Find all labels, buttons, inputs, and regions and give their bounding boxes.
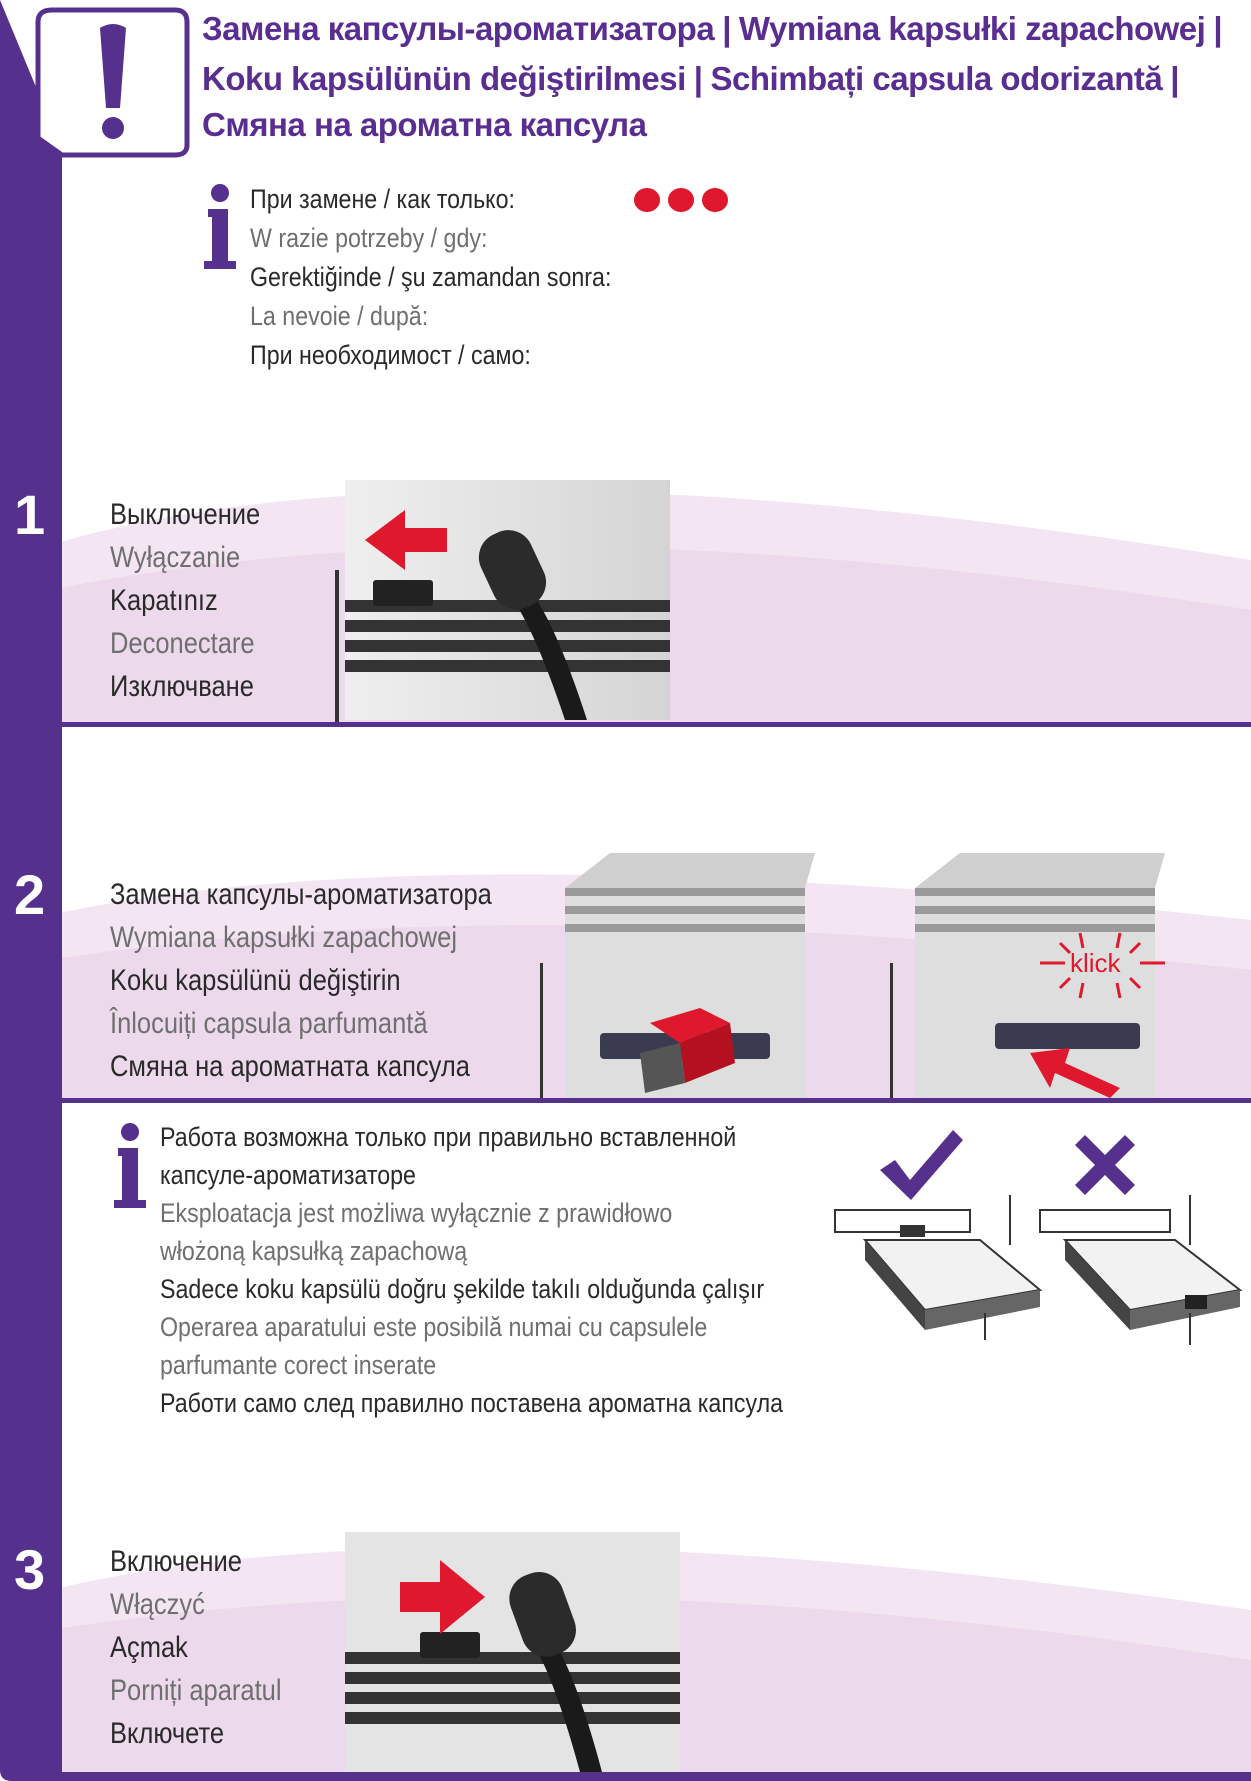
title-ro: Schimbați capsula odorizantă <box>710 60 1163 97</box>
info-mid-pl-2: włożoną kapsułką zapachową <box>160 1236 468 1266</box>
info-top-tr: Gerektiğinde / şu zamandan sonra: <box>250 262 612 292</box>
step-2-number: 2 <box>14 863 46 926</box>
info-top-bg: При необходимост / само: <box>250 340 531 370</box>
checkmark-icon <box>875 1125 965 1205</box>
step-3-bg: Включете <box>110 1717 225 1750</box>
title-line-2: Koku kapsülünün değiştirilmesi|Schimbați… <box>202 60 1180 97</box>
title-tr: Koku kapsülünün değiştirilmesi <box>202 60 686 97</box>
cross-icon <box>1070 1130 1140 1200</box>
info-top-pl: W razie potrzeby / gdy: <box>250 223 488 253</box>
info-mid-ro-1: Operarea aparatului este posibilă numai … <box>160 1312 708 1342</box>
title-line-1: Замена капсулы-ароматизатора|Wymiana kap… <box>202 10 1223 47</box>
info-mid-tr: Sadece koku kapsülü doğru şekilde takılı… <box>160 1274 765 1304</box>
step-3-ro: Porniți aparatul <box>110 1674 282 1707</box>
step-2-bg: Смяна на ароматната капсула <box>110 1050 470 1083</box>
step-2-ru: Замена капсулы-ароматизатора <box>110 878 492 911</box>
step-2-ro: Înlocuiți capsula parfumantă <box>110 1007 428 1040</box>
capsule-remove-illustration <box>540 848 820 1098</box>
step-1-bg: Изключване <box>110 670 254 703</box>
step-1-tr: Kapatınız <box>110 584 218 617</box>
title-bg: Смяна на ароматна капсула <box>202 106 647 143</box>
info-icon <box>200 183 240 273</box>
klick-label: klick <box>1070 948 1121 978</box>
info-mid-ro-2: parfumante corect inserate <box>160 1350 437 1380</box>
info-icon <box>110 1122 150 1212</box>
info-top-ro: La nevoie / după: <box>250 301 429 331</box>
info-mid-ru-1: Работа возможна только при правильно вст… <box>160 1122 737 1152</box>
step-3-ru: Включение <box>110 1545 242 1578</box>
step-1-ru: Выключение <box>110 498 261 531</box>
switch-off-illustration <box>335 480 675 722</box>
exclamation-icon <box>78 20 148 145</box>
step-2-tr: Koku kapsülünü değiştirin <box>110 964 401 997</box>
step-1-pl: Wyłączanie <box>110 541 241 574</box>
indicator-lights-icon <box>632 185 732 215</box>
info-top-ru: При замене / как только: <box>250 184 515 214</box>
capsule-insert-illustration: klick <box>890 848 1170 1098</box>
info-mid-bg: Работи само след правилно поставена аром… <box>160 1388 784 1418</box>
step-2-pl: Wymiana kapsułki zapachowej <box>110 921 458 954</box>
step-3-pl: Włączyć <box>110 1588 205 1621</box>
correct-capsule-illustration <box>830 1195 1050 1345</box>
title-ru: Замена капсулы-ароматизатора <box>202 10 715 47</box>
info-mid-ru-2: капсуле-ароматизаторе <box>160 1160 416 1190</box>
step-3-tr: Açmak <box>110 1631 188 1664</box>
step-1-ro: Deconectare <box>110 627 255 660</box>
step-1-number: 1 <box>14 483 46 546</box>
switch-on-illustration <box>340 1532 685 1772</box>
title-line-3: Смяна на ароматна капсула <box>202 104 647 146</box>
title-pl: Wymiana kapsułki zapachowej <box>738 10 1206 47</box>
step-3-number: 3 <box>14 1538 46 1601</box>
info-mid-pl-1: Eksploatacja jest możliwa wyłącznie z pr… <box>160 1198 673 1228</box>
wrong-capsule-illustration <box>1035 1195 1250 1345</box>
